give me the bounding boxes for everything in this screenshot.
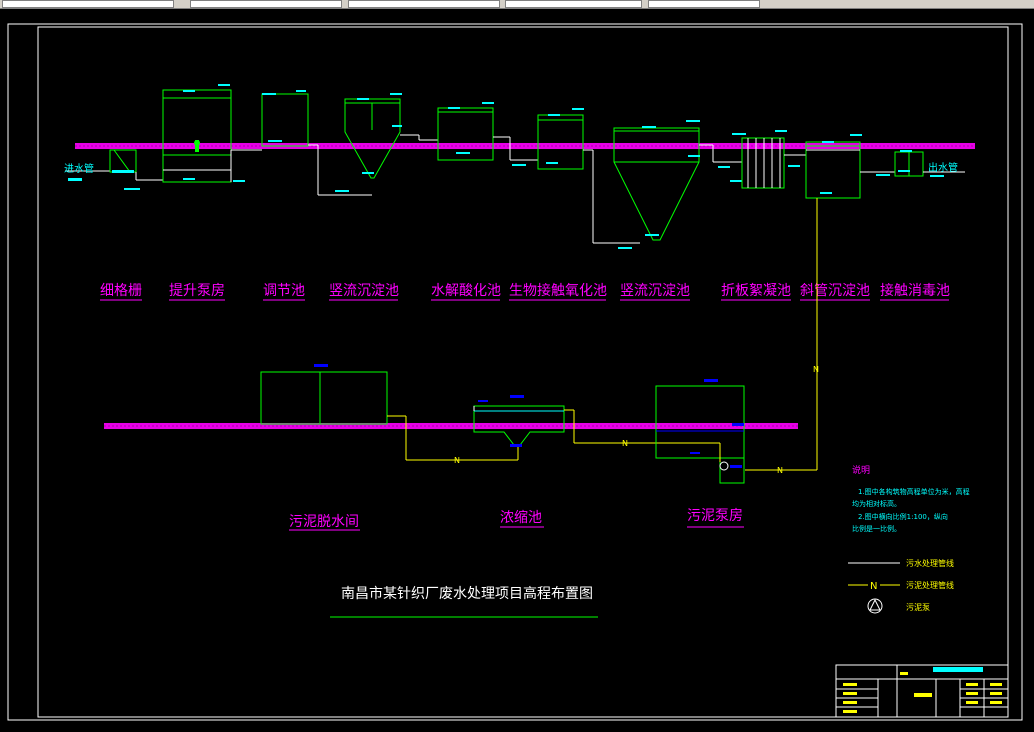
- label-lift-pump: 提升泵房: [169, 283, 225, 299]
- drawing-frame: [37, 26, 1009, 718]
- toolbar-field[interactable]: [190, 0, 342, 8]
- hydrolysis-structure: [437, 102, 538, 166]
- equalization-structure: [261, 90, 372, 196]
- elevation-drawing: 进水管: [7, 23, 1023, 721]
- label-thickener: 浓缩池: [500, 510, 542, 526]
- paper-border: [7, 23, 1023, 721]
- lift-pump-structure: [162, 84, 262, 183]
- bio-contact-structure: [537, 108, 640, 249]
- vertical-settler-2-structure: [613, 120, 742, 241]
- notes-line-3: 2.图中横向比例1:100，纵向: [858, 512, 948, 521]
- svg-text:N: N: [454, 456, 460, 465]
- app-toolbar-strip: [0, 0, 1034, 9]
- label-disinfection: 接触消毒池: [880, 282, 950, 299]
- legend-sludge-label: 污泥处理管线: [906, 580, 954, 590]
- cad-canvas[interactable]: 进水管: [0, 9, 1034, 732]
- title-bar: [835, 664, 1009, 718]
- inlet-pipe: 进水管: [64, 162, 110, 181]
- notes-heading: 说明: [852, 464, 870, 476]
- label-grille: 细格栅: [100, 283, 142, 299]
- sludge-pump-icon: [719, 461, 729, 471]
- dewatering-structure: N: [260, 364, 519, 465]
- label-bio-contact: 生物接触氧化池: [509, 282, 607, 299]
- inlet-label: 进水管: [64, 162, 94, 175]
- sludge-pump-structure: [655, 379, 745, 484]
- label-vertical-settler-1: 竖流沉淀池: [329, 283, 399, 299]
- svg-text:N: N: [813, 365, 819, 374]
- legend-wastewater-label: 污水处理管线: [906, 558, 954, 568]
- drawing-title: 南昌市某针织厂废水处理项目高程布置图: [341, 585, 593, 602]
- legend: 污水处理管线 N 污泥处理管线 污泥泵: [848, 558, 954, 614]
- label-sludge-pump: 污泥泵房: [687, 508, 743, 524]
- label-baffle-floc: 折板絮凝池: [721, 282, 791, 299]
- label-equalization: 调节池: [263, 283, 305, 299]
- legend-pump-label: 污泥泵: [906, 602, 930, 612]
- sludge-unit-labels: 污泥脱水间 浓缩池 污泥泵房: [289, 508, 744, 531]
- label-dewatering: 污泥脱水间: [289, 514, 359, 530]
- outlet-label: 出水管: [928, 161, 958, 174]
- notes-line-2: 均为相对标高。: [852, 499, 901, 508]
- disinfection-structure: 出水管: [894, 150, 965, 177]
- label-hydrolysis: 水解酸化池: [431, 283, 501, 299]
- drawing-title-block: 南昌市某针织厂废水处理项目高程布置图: [330, 585, 598, 618]
- toolbar-field[interactable]: [2, 0, 174, 8]
- vertical-settler-1-structure: [344, 93, 438, 179]
- label-inclined-tube: 斜管沉淀池: [800, 283, 870, 299]
- sludge-return-line: N N: [745, 198, 819, 475]
- label-vertical-settler-2: 竖流沉淀池: [620, 283, 690, 299]
- legend-sludge-symbol: N: [870, 581, 877, 592]
- notes-line-1: 1.图中各构筑物高程单位为米，高程: [858, 487, 970, 496]
- svg-text:N: N: [777, 466, 783, 475]
- toolbar-field[interactable]: [505, 0, 642, 8]
- toolbar-field[interactable]: [648, 0, 760, 8]
- notes-line-4: 比例是一比例。: [852, 524, 901, 533]
- main-unit-labels: 细格栅 提升泵房 调节池 竖流沉淀池 水解酸化池 生物接触氧化池 竖流沉淀池 折…: [100, 282, 950, 301]
- toolbar-field[interactable]: [348, 0, 500, 8]
- notes-block: 说明 1.图中各构筑物高程单位为米，高程 均为相对标高。 2.图中横向比例1:1…: [852, 464, 970, 533]
- svg-text:N: N: [622, 439, 628, 448]
- thickener-structure: N: [473, 395, 720, 448]
- sludge-ground-line: [104, 423, 798, 429]
- inclined-tube-structure: [805, 134, 895, 199]
- grille-structure: [109, 149, 163, 190]
- baffle-floc-structure: [732, 130, 806, 189]
